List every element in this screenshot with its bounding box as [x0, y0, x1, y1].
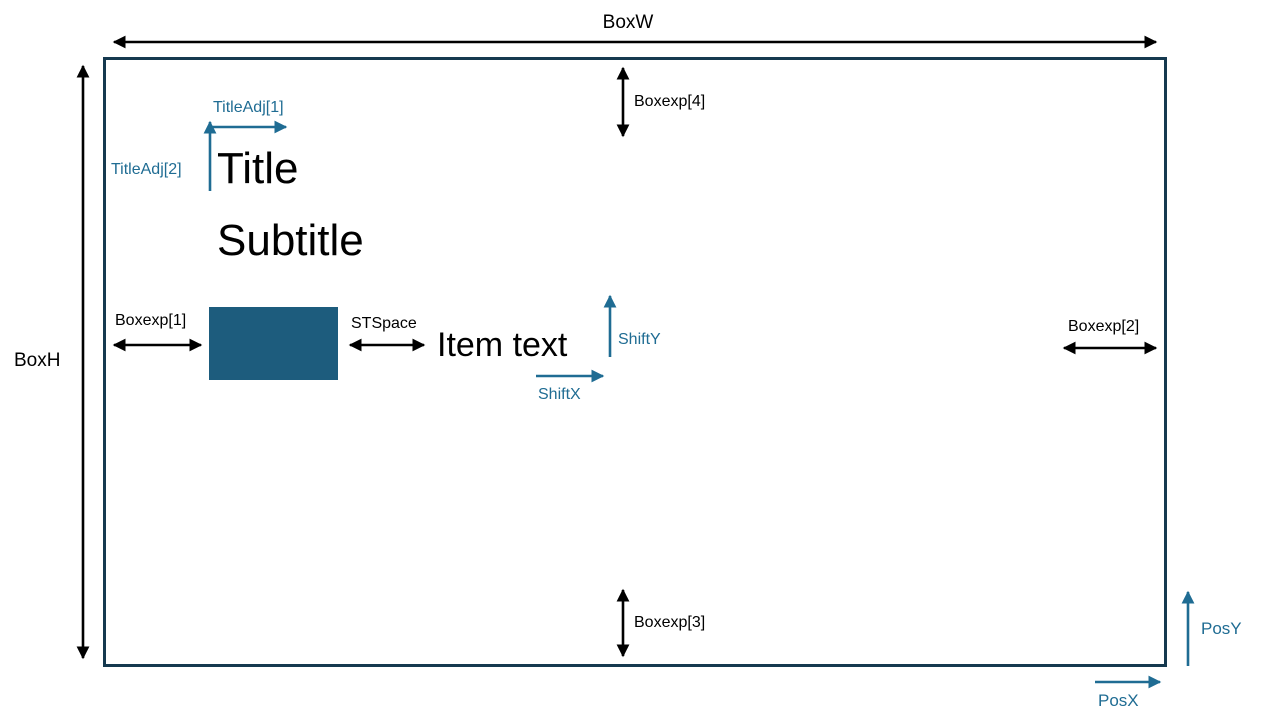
boxh-label: BoxH — [14, 350, 61, 371]
title-text: Title — [217, 144, 299, 193]
legend-box-outline — [103, 57, 1167, 667]
titleadj2-label: TitleAdj[2] — [111, 161, 182, 178]
boxexp3-label: Boxexp[3] — [634, 614, 706, 631]
posx-label: PosX — [1098, 691, 1139, 710]
boxexp1-label: Boxexp[1] — [115, 312, 187, 329]
subtitle-text: Subtitle — [217, 216, 364, 265]
boxw-label: BoxW — [602, 12, 654, 33]
boxexp2-label: Boxexp[2] — [1068, 318, 1140, 335]
titleadj1-label: TitleAdj[1] — [213, 99, 284, 116]
shiftx-label: ShiftX — [538, 386, 581, 403]
posy-label: PosY — [1201, 619, 1242, 638]
item-text: Item text — [437, 326, 568, 364]
legend-key-swatch — [209, 307, 338, 380]
boxexp4-label: Boxexp[4] — [634, 93, 706, 110]
stspace-label: STSpace — [351, 315, 417, 332]
shifty-label: ShiftY — [618, 331, 661, 348]
